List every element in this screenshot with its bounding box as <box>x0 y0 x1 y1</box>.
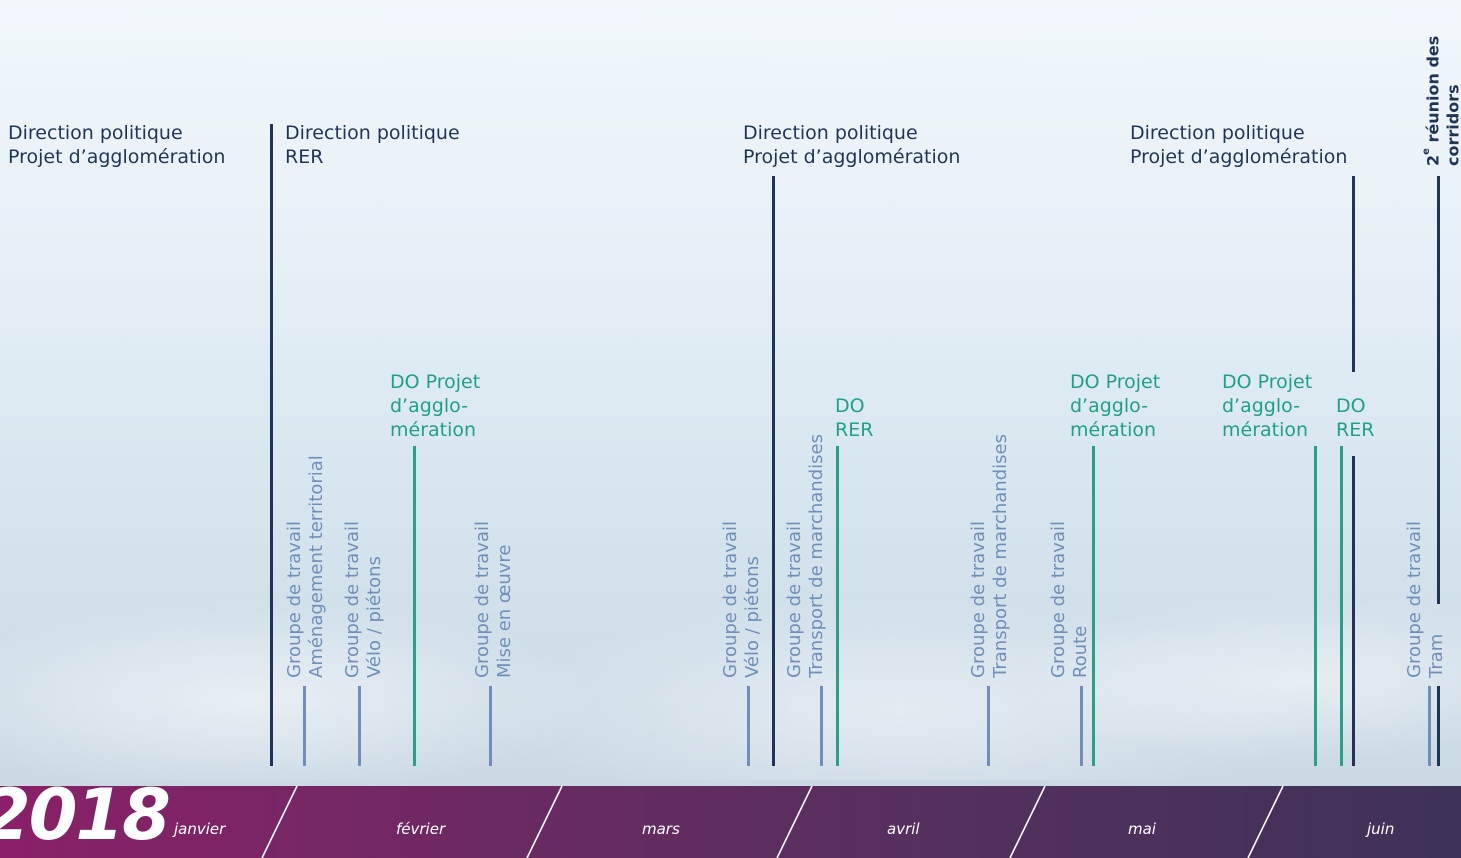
working-group-6-line2: Transport de marchandises <box>990 434 1011 678</box>
working-group-1-line1: Groupe de travail <box>284 521 305 678</box>
do-label-2: DO RER <box>835 395 874 441</box>
working-group-5: Groupe de travail Transport de marchandi… <box>784 376 828 678</box>
direction-label-3-line1: Direction politique <box>743 122 918 144</box>
month-separator-5 <box>1247 786 1284 858</box>
do-label-3: DO Projet d’agglo- mération <box>1070 371 1161 441</box>
working-group-8: Groupe de travail Tram <box>1404 486 1448 678</box>
month-band <box>0 786 1461 858</box>
working-group-3-line1: Groupe de travail <box>472 521 493 678</box>
direction-label-3-line2: Projet d’agglomération <box>743 146 961 168</box>
working-group-8-line1: Groupe de travail <box>1404 521 1425 678</box>
month-separator-2 <box>526 786 563 858</box>
direction-label-2-line2: RER <box>285 146 324 168</box>
do-line-5 <box>1340 446 1343 766</box>
working-group-2-line1: Groupe de travail <box>342 521 363 678</box>
working-group-line-4 <box>747 686 750 766</box>
direction-label-1: Direction politique Projet d’agglomérati… <box>8 121 225 169</box>
do-label-5: DO RER <box>1336 395 1375 441</box>
month-janvier: janvier <box>174 820 226 838</box>
working-group-1-line2: Aménagement territorial <box>306 455 327 678</box>
month-avril: avril <box>887 820 920 838</box>
direction-line-1 <box>270 124 273 766</box>
working-group-line-1 <box>303 686 306 766</box>
working-group-line-5 <box>820 686 823 766</box>
month-separator-4 <box>1009 786 1046 858</box>
working-group-6: Groupe de travail Transport de marchandi… <box>968 376 1012 678</box>
working-group-6-line1: Groupe de travail <box>968 521 989 678</box>
direction-line-2 <box>772 176 775 766</box>
working-group-line-6 <box>987 686 990 766</box>
corridors-line-top <box>1437 176 1440 604</box>
working-group-5-line1: Groupe de travail <box>784 521 805 678</box>
working-group-7: Groupe de travail Route <box>1048 486 1092 678</box>
working-group-4-line2: Vélo / piétons <box>742 556 763 678</box>
working-group-line-3 <box>489 686 492 766</box>
year-label: 2018 <box>0 774 171 856</box>
do-line-3 <box>1092 446 1095 766</box>
working-group-1: Groupe de travail Aménagement territoria… <box>284 402 328 678</box>
corridors-label-line2: corridors <box>1443 84 1461 166</box>
corridors-label: 2e réunion des corridors <box>1417 10 1461 166</box>
do-line-2 <box>836 446 839 766</box>
working-group-8-line2: Tram <box>1426 633 1447 678</box>
direction-line-3-top <box>1352 176 1355 372</box>
month-fevrier: février <box>396 820 446 838</box>
working-group-line-7 <box>1080 686 1083 766</box>
month-separators <box>261 786 1284 858</box>
working-group-5-line2: Transport de marchandises <box>806 434 827 678</box>
direction-label-1-line1: Direction politique <box>8 122 183 144</box>
working-group-4-line1: Groupe de travail <box>720 521 741 678</box>
direction-label-4-line2: Projet d’agglomération <box>1130 146 1348 168</box>
month-mai: mai <box>1128 820 1156 838</box>
working-group-line-8 <box>1428 686 1431 766</box>
month-separator-3 <box>776 786 813 858</box>
month-juin: juin <box>1367 820 1395 838</box>
direction-label-4: Direction politique Projet d’agglomérati… <box>1130 121 1347 169</box>
direction-label-4-line1: Direction politique <box>1130 122 1305 144</box>
direction-label-2-line1: Direction politique <box>285 122 460 144</box>
direction-label-2: Direction politique RER <box>285 121 460 169</box>
direction-label-3: Direction politique Projet d’agglomérati… <box>743 121 960 169</box>
corridors-label-line1: 2e réunion des <box>1421 35 1443 166</box>
direction-line-3-bottom <box>1352 456 1355 766</box>
month-separator-1 <box>261 786 298 858</box>
do-line-1 <box>413 446 416 766</box>
corridors-line-bottom <box>1437 686 1440 766</box>
working-group-2: Groupe de travail Vélo / piétons <box>342 486 386 678</box>
do-label-4: DO Projet d’agglo- mération <box>1222 371 1313 441</box>
do-label-1: DO Projet d’agglo- mération <box>390 371 481 441</box>
working-group-7-line2: Route <box>1070 625 1091 678</box>
working-group-3: Groupe de travail Mise en œuvre <box>472 486 516 678</box>
month-mars: mars <box>642 820 680 838</box>
background-haze <box>0 380 1461 780</box>
working-group-2-line2: Vélo / piétons <box>364 556 385 678</box>
working-group-7-line1: Groupe de travail <box>1048 521 1069 678</box>
working-group-line-2 <box>358 686 361 766</box>
do-line-4 <box>1314 446 1317 766</box>
direction-label-1-line2: Projet d’agglomération <box>8 146 226 168</box>
working-group-3-line2: Mise en œuvre <box>494 544 515 678</box>
working-group-4: Groupe de travail Vélo / piétons <box>720 486 764 678</box>
